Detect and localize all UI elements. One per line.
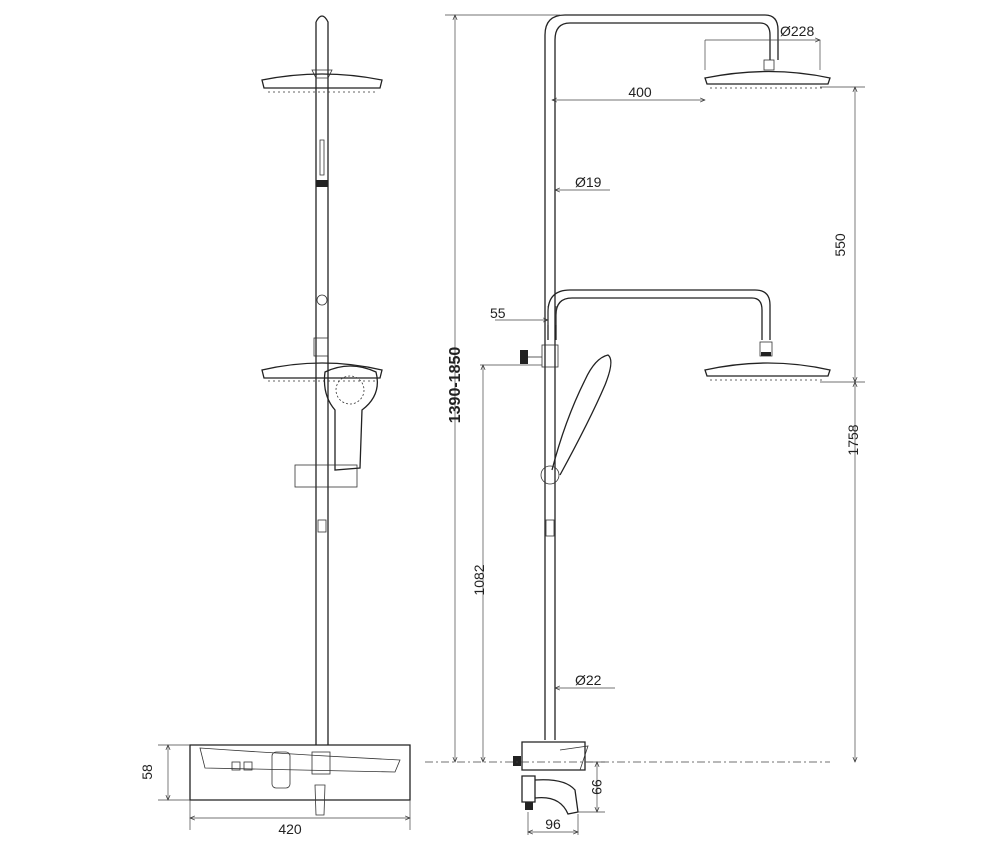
- dim-total-height: 1390-1850: [447, 347, 464, 424]
- dim-mixer-to-slider: 1082: [471, 564, 487, 595]
- side-mixer: [513, 741, 589, 815]
- dim-spout-reach: 96: [545, 816, 561, 832]
- front-shelf: [189, 744, 411, 816]
- side-lower-arm: [547, 289, 771, 340]
- dim-shelf-width: 420: [278, 821, 302, 837]
- side-view: Ø228 400 Ø19 550 1758 55 1390-1850 1082 …: [425, 15, 865, 835]
- side-lower-head: [704, 341, 831, 381]
- front-top-pipe: [315, 15, 329, 745]
- dim-lower-pipe-diameter: Ø22: [575, 672, 602, 688]
- side-main-pipe: [544, 14, 779, 740]
- front-pipe-ring: [316, 180, 328, 187]
- dim-upper-pipe-diameter: Ø19: [575, 174, 602, 190]
- front-lower-head: [261, 337, 383, 382]
- dim-height-adjust: 550: [832, 233, 848, 257]
- front-top-head: [261, 69, 383, 93]
- side-hand-shower: [551, 354, 612, 476]
- side-top-head: [704, 59, 831, 89]
- side-slider-knob: [520, 344, 559, 368]
- dim-spout-height: 99: [589, 779, 605, 795]
- front-hand-shower: [323, 365, 379, 471]
- dim-arm-offset: 55: [490, 305, 506, 321]
- dim-arm-length: 400: [628, 84, 652, 100]
- dim-max-head-height: 1758: [845, 424, 861, 455]
- dim-shelf-height: 58: [139, 764, 155, 780]
- front-slider: [294, 464, 358, 488]
- front-view: 58 420: [139, 15, 411, 837]
- dim-head-diameter: Ø228: [780, 23, 814, 39]
